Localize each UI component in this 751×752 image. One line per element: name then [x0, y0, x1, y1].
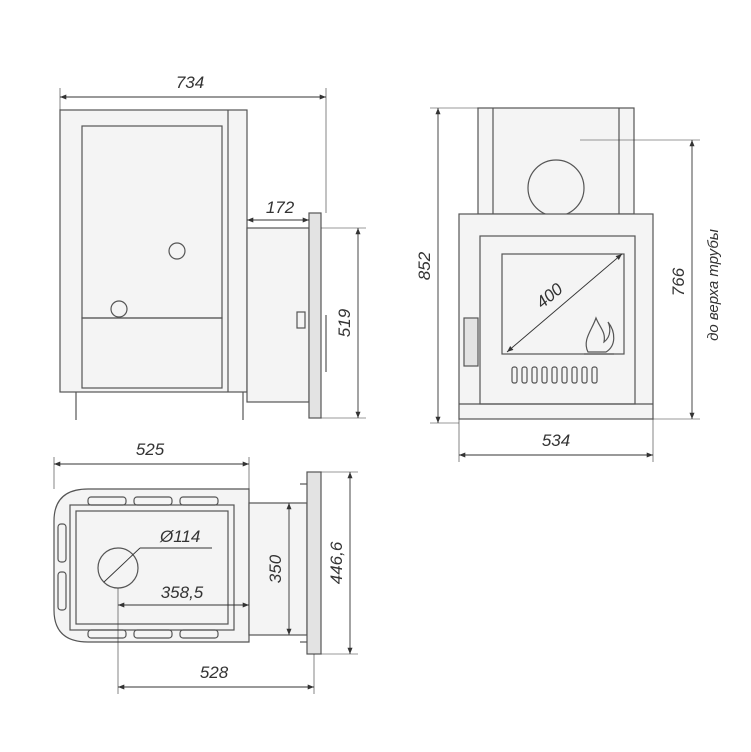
- dim-leader-114: [103, 547, 141, 583]
- dim-label-446: 446,6: [327, 541, 346, 584]
- top-inner-frame-2: [75, 510, 229, 625]
- dim-label-734: 734: [176, 73, 204, 92]
- front-dimensions: 852 766 до верха трубы 400 534: [415, 107, 722, 462]
- front-flue-pipe: [527, 159, 585, 217]
- top-dimensions: 525 Ø114 358,5 350 446,6 528: [53, 440, 358, 694]
- dim-label-114: Ø114: [159, 527, 200, 546]
- dim-label-519: 519: [335, 308, 354, 337]
- side-dimensions: 734 172 519: [59, 73, 366, 419]
- side-door-frame: [308, 212, 322, 419]
- dim-line-400: [506, 253, 623, 353]
- top-firebox-tunnel: [248, 502, 308, 636]
- dim-label-852: 852: [415, 251, 434, 280]
- side-body: [59, 109, 248, 393]
- front-air-vents: [511, 366, 598, 384]
- dim-label-350: 350: [266, 554, 285, 583]
- dim-label-528: 528: [200, 663, 229, 682]
- side-inlet-circle: [168, 242, 186, 260]
- dim-label-766: 766: [669, 267, 688, 296]
- side-firebox-tunnel: [246, 227, 310, 403]
- side-view: [59, 109, 327, 420]
- front-door-handle: [463, 317, 479, 367]
- front-view: [458, 107, 654, 420]
- top-body: [53, 488, 250, 643]
- dim-label-172: 172: [266, 198, 295, 217]
- dim-label-358: 358,5: [161, 583, 204, 602]
- top-slots: [57, 496, 219, 639]
- side-lower-circle: [110, 300, 128, 318]
- side-lower-panel: [81, 317, 223, 389]
- flue-height-note: до верха трубы: [705, 229, 722, 341]
- top-door-frame: [306, 471, 322, 655]
- dim-label-534: 534: [542, 431, 570, 450]
- side-door-latch: [296, 311, 306, 329]
- dim-label-525: 525: [136, 440, 165, 459]
